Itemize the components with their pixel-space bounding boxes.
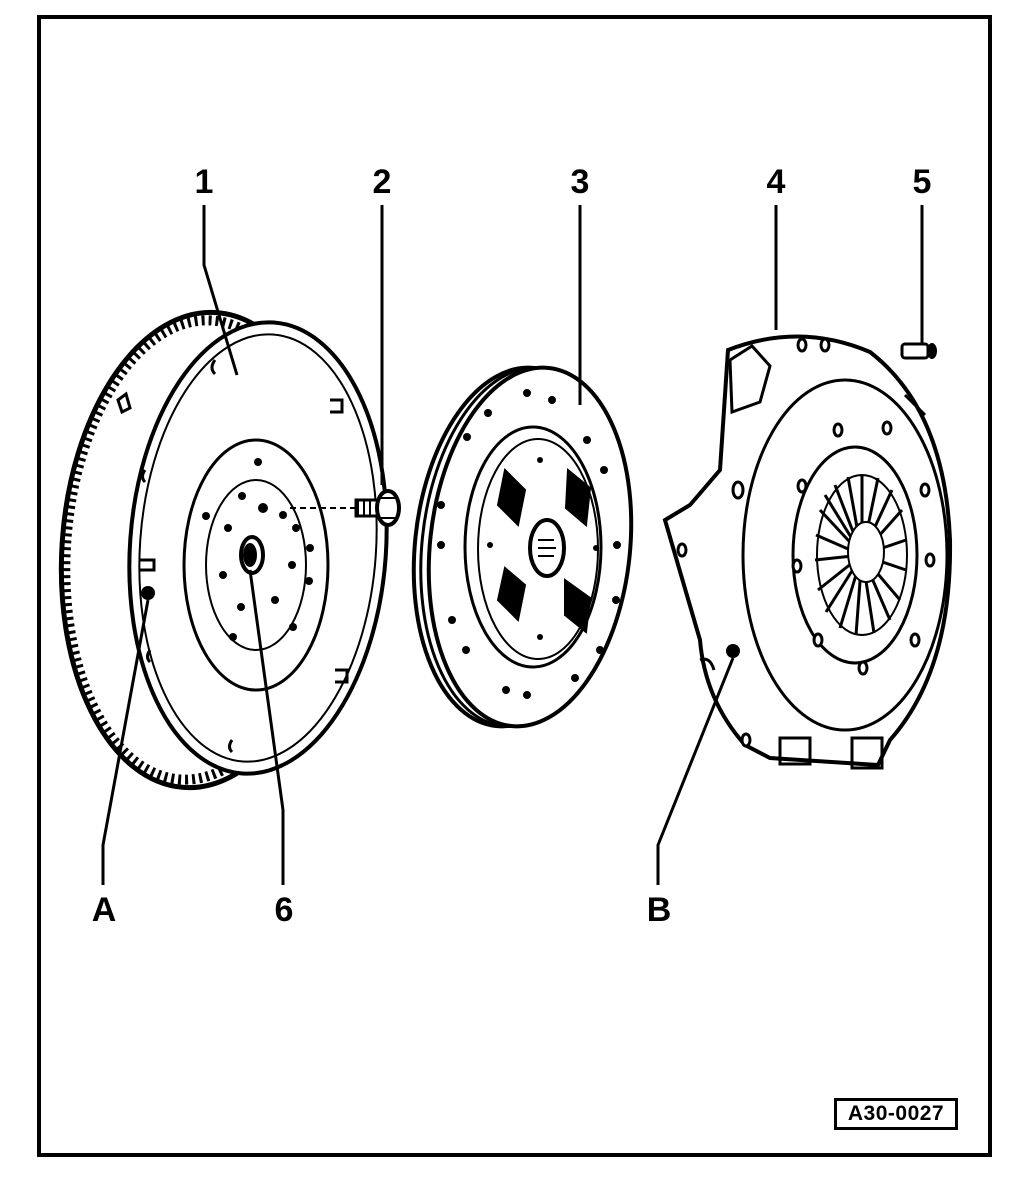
flywheel-icon <box>58 309 389 791</box>
label-1: 1 <box>194 163 214 201</box>
label-3: 3 <box>570 163 590 201</box>
leader-1 <box>202 205 239 376</box>
reference-code: A30-0027 <box>834 1098 958 1130</box>
bolt-icon <box>290 489 401 527</box>
clutch-disc-icon <box>411 365 634 729</box>
leader-6 <box>248 569 285 885</box>
leader-a <box>101 599 150 885</box>
label-5: 5 <box>912 163 932 201</box>
leader-lines <box>101 205 924 885</box>
pressure-plate-icon <box>662 334 953 770</box>
label-6: 6 <box>274 891 294 929</box>
locating-dowel-hole-icon <box>141 586 155 600</box>
locating-hole-icon <box>726 644 740 658</box>
diagram-frame <box>37 15 992 1157</box>
pilot-bushing-icon <box>243 543 257 567</box>
label-b: B <box>646 891 672 929</box>
label-a: A <box>91 891 117 929</box>
label-4: 4 <box>766 163 786 201</box>
dowel-icon <box>900 342 937 360</box>
leader-b <box>656 657 735 885</box>
label-2: 2 <box>372 163 392 201</box>
